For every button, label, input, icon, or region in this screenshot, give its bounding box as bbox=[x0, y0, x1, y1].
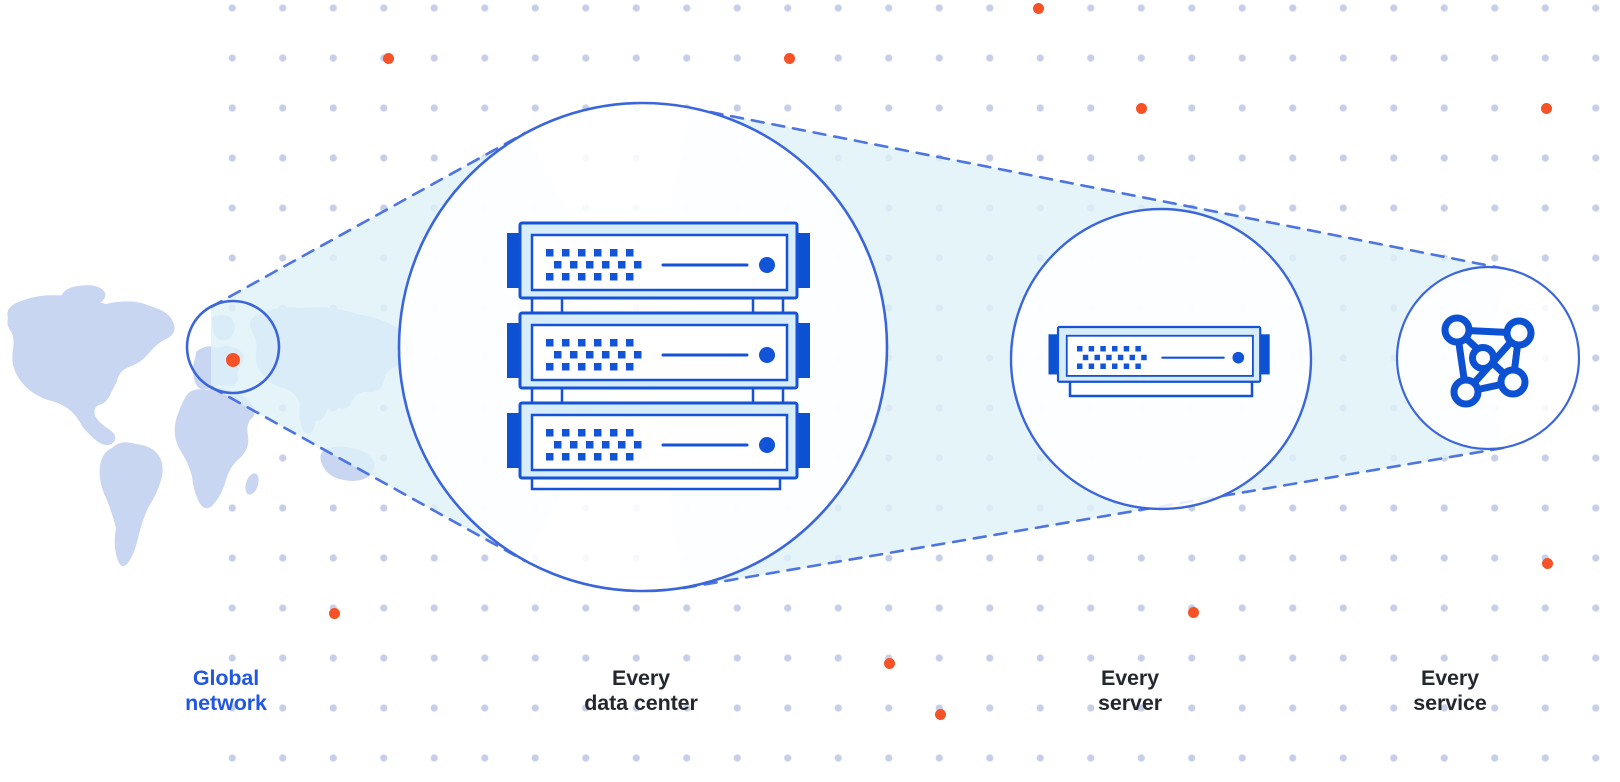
location-marker-dot bbox=[226, 353, 240, 367]
server-base bbox=[1068, 379, 1254, 398]
stage-label-global-network: Global network bbox=[106, 666, 346, 716]
single-server-icon bbox=[1047, 325, 1271, 398]
server-unit-3 bbox=[505, 401, 812, 480]
dashed-edge-left-bottom bbox=[209, 385, 527, 563]
stage-label-line2: data center bbox=[584, 691, 698, 715]
accent-dot bbox=[934, 708, 946, 720]
map-focus-circle bbox=[185, 299, 281, 395]
server-unit-2 bbox=[505, 311, 812, 390]
accent-dot bbox=[1187, 606, 1199, 618]
accent-dot bbox=[1032, 2, 1044, 14]
dashed-edge-right-bottom bbox=[682, 446, 1505, 590]
accent-dot bbox=[328, 607, 340, 619]
dashed-edge-right-top bbox=[688, 106, 1508, 271]
network-mesh-icon bbox=[1441, 314, 1535, 408]
stage-label-line2: service bbox=[1413, 691, 1487, 715]
stage-label-service: Every service bbox=[1330, 666, 1570, 716]
dashed-edge-left-top bbox=[209, 131, 527, 309]
accent-dot bbox=[883, 657, 895, 669]
stage-label-line1: Every bbox=[611, 666, 671, 690]
server-rack-icon bbox=[505, 221, 812, 491]
accent-dot bbox=[382, 52, 394, 64]
stage-label-server: Every server bbox=[1010, 666, 1250, 716]
stage-label-line1: Every bbox=[1100, 666, 1160, 690]
accent-dot bbox=[1135, 102, 1147, 114]
stage-label-line1: Global bbox=[192, 666, 260, 690]
accent-dot bbox=[783, 52, 795, 64]
server-unit-1 bbox=[505, 221, 812, 300]
accent-dot bbox=[1540, 102, 1552, 114]
stage-label-line2: network bbox=[185, 691, 267, 715]
stage-label-line2: server bbox=[1098, 691, 1162, 715]
stage-label-data-center: Every data center bbox=[521, 666, 761, 716]
accent-dot bbox=[1541, 557, 1553, 569]
stage-label-line1: Every bbox=[1420, 666, 1480, 690]
server-unit-single bbox=[1047, 325, 1271, 383]
zoom-cone-dashed-edges bbox=[209, 106, 1508, 590]
mesh-nodes bbox=[1441, 314, 1535, 408]
